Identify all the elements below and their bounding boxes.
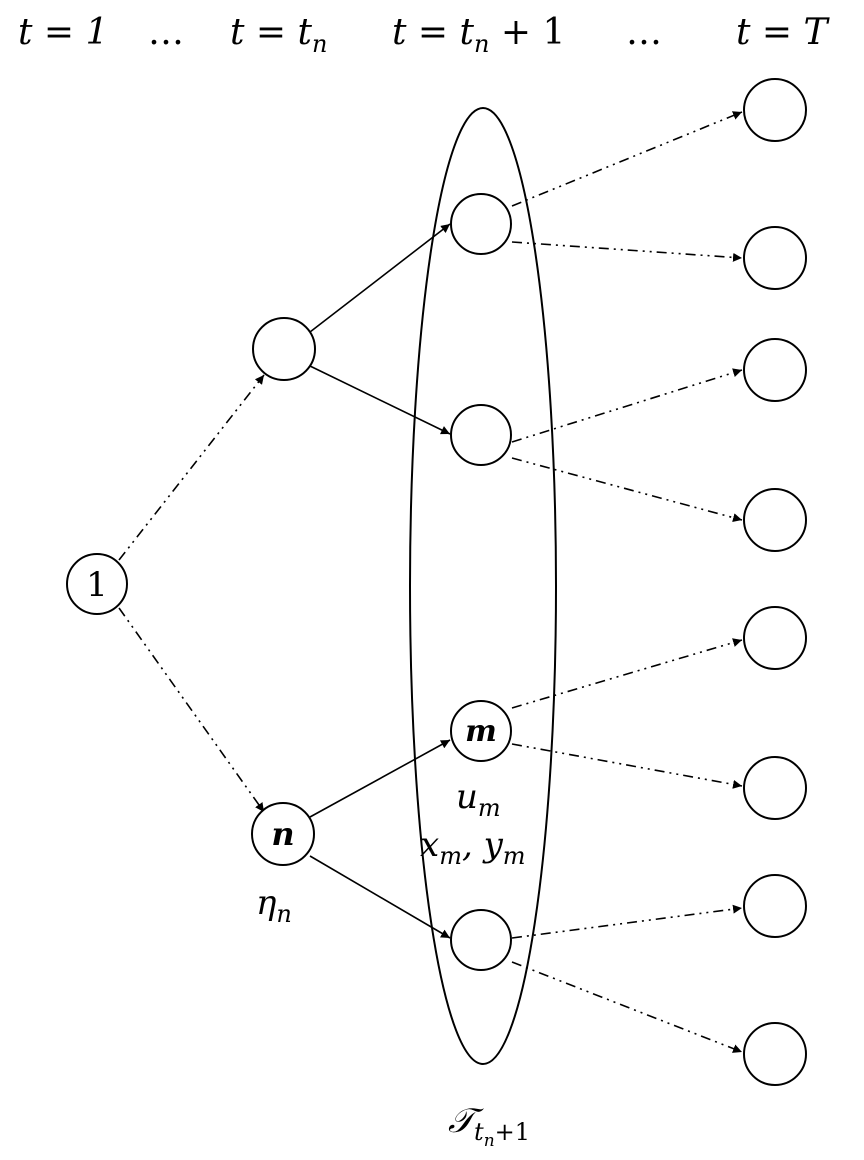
time-label-dots-1: … — [148, 12, 184, 53]
leaf-7 — [743, 874, 807, 938]
stage-set-label: 𝒯tn+1 — [448, 1101, 530, 1151]
node-m-annotation-xy: xm, ym — [420, 825, 526, 870]
edge-child-2-to-leaf-4 — [511, 457, 743, 523]
edge-node-n-to-child-4 — [309, 855, 451, 939]
node-m — [450, 700, 512, 762]
leaf-6 — [743, 756, 807, 820]
edge-node-m-to-leaf-5 — [511, 638, 743, 709]
edge-child-4-to-leaf-8 — [511, 961, 743, 1053]
edge-root-to-upper-tn — [118, 374, 265, 561]
leaf-2 — [743, 226, 807, 290]
time-label-tT: t = T — [736, 12, 831, 53]
edge-child-2-to-leaf-3 — [511, 368, 743, 443]
leaf-8 — [743, 1022, 807, 1086]
leaf-1 — [743, 78, 807, 142]
time-label-dots-2: … — [626, 12, 662, 53]
edge-child-1-to-leaf-1 — [511, 111, 743, 207]
edge-child-4-to-leaf-7 — [511, 904, 743, 939]
node-n — [251, 802, 315, 866]
edges — [118, 111, 743, 1053]
node-m-label: m — [465, 714, 497, 749]
stage-set-ellipse — [409, 107, 557, 1065]
leaf-3 — [743, 338, 807, 402]
node-n-label: n — [271, 815, 294, 853]
time-label-tn: t = tn — [230, 12, 327, 58]
edge-node-m-to-leaf-6 — [511, 743, 743, 789]
leaf-5 — [743, 606, 807, 670]
edge-root-to-node-n — [118, 607, 265, 813]
nodes: 1 n m — [66, 78, 807, 1086]
edge-child-1-to-leaf-2 — [511, 241, 743, 262]
edge-upper-tn-to-child-2 — [309, 365, 451, 435]
node-root-label: 1 — [86, 565, 108, 605]
node-child-4 — [450, 909, 512, 971]
node-upper-tn — [252, 317, 316, 381]
node-n-annotation: ηn — [256, 883, 292, 928]
leaf-4 — [743, 488, 807, 552]
time-label-tn-plus-1: t = tn + 1 — [392, 12, 565, 58]
node-child-1 — [450, 193, 512, 255]
node-child-2 — [450, 404, 512, 466]
node-m-annotation-u: um — [456, 777, 501, 822]
node-root — [66, 553, 128, 615]
time-label-t1: t = 1 — [18, 12, 108, 53]
edge-node-n-to-node-m — [309, 739, 451, 818]
edge-upper-tn-to-child-1 — [309, 223, 451, 333]
time-header: t = 1 … t = tn t = tn + 1 … t = T — [18, 12, 831, 58]
